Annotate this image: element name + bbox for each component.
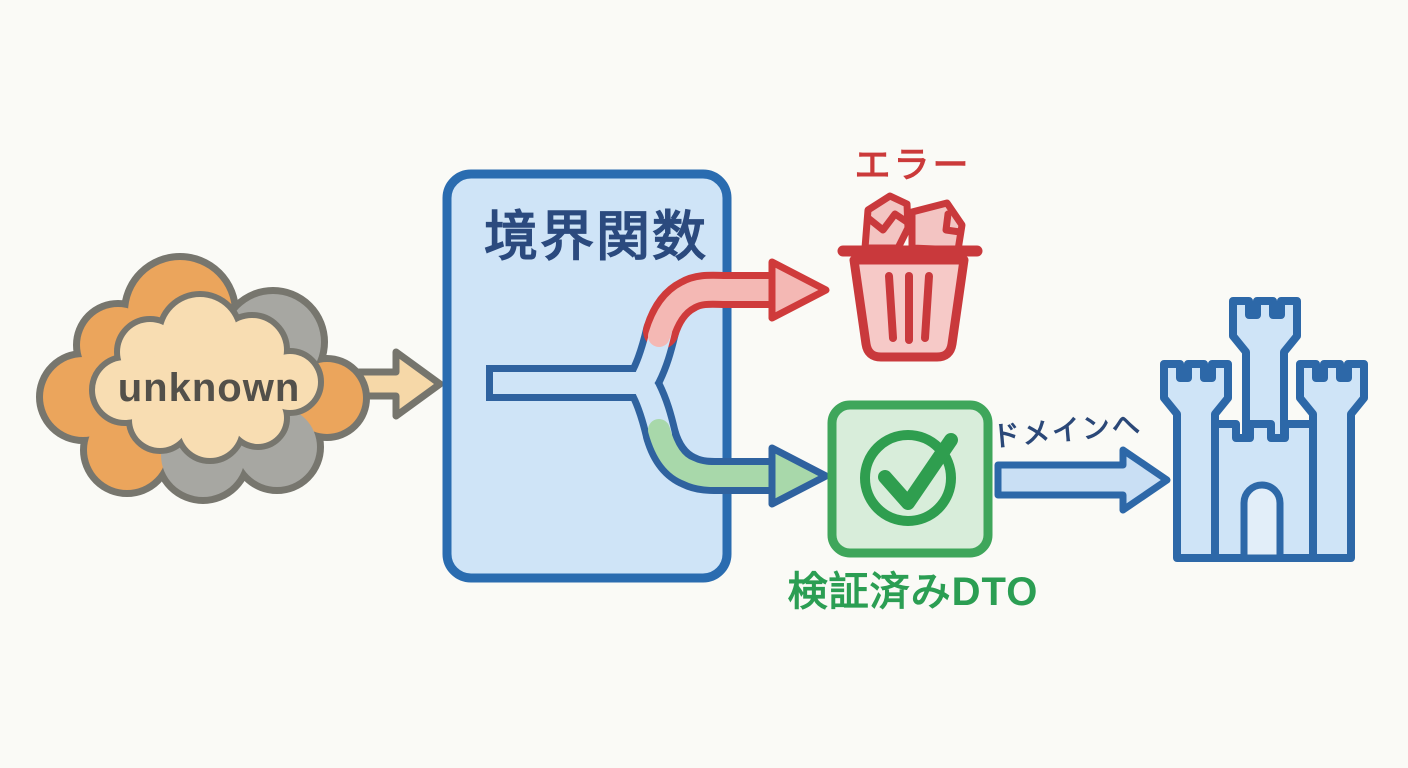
error-label: エラー bbox=[854, 144, 972, 185]
castle-center-tower bbox=[1229, 297, 1301, 444]
success-arrow bbox=[648, 419, 830, 508]
domain-arrow bbox=[994, 446, 1171, 514]
check-icon bbox=[827, 400, 993, 558]
boundary-function-title: 境界関数 bbox=[484, 207, 708, 267]
castle-door bbox=[1240, 481, 1284, 562]
dto-box bbox=[827, 400, 993, 558]
success-arrowhead bbox=[768, 444, 830, 508]
error-arrow bbox=[648, 258, 830, 347]
validated-dto-label: 検証済みDTO bbox=[787, 570, 1039, 614]
trash-icon bbox=[837, 192, 983, 362]
castle-icon bbox=[1160, 297, 1368, 562]
unknown-label: unknown bbox=[117, 366, 301, 410]
error-arrowhead bbox=[768, 258, 830, 322]
cloud-icon bbox=[36, 253, 370, 504]
